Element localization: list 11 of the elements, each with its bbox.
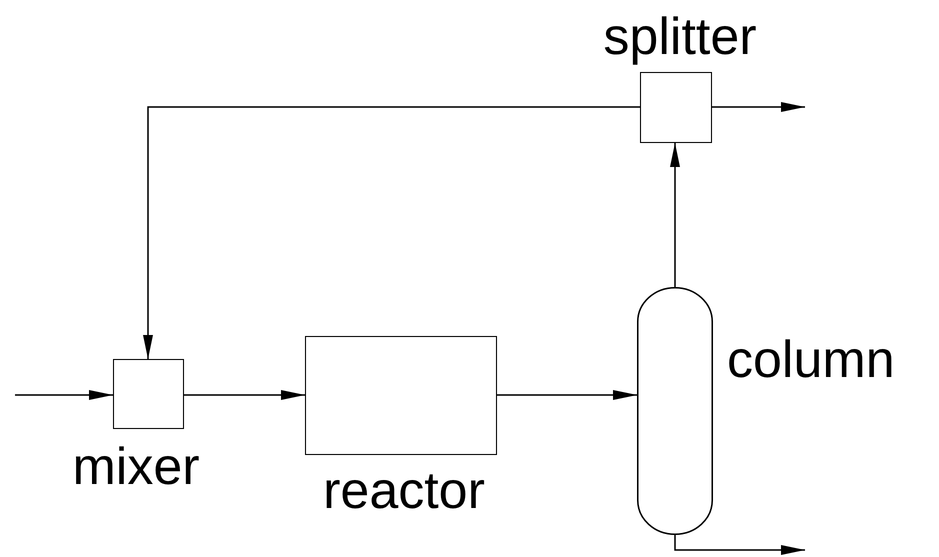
arrow [497,390,637,400]
equipment-label: mixer [72,441,200,493]
equipment-label: column [727,334,895,386]
arrow [674,535,805,555]
arrow [15,390,113,400]
arrow [184,390,305,400]
equipment-label: reactor [323,465,485,517]
arrow [143,106,640,359]
equipment-label: splitter [603,11,757,63]
arrow [712,102,805,112]
arrow [670,143,680,287]
